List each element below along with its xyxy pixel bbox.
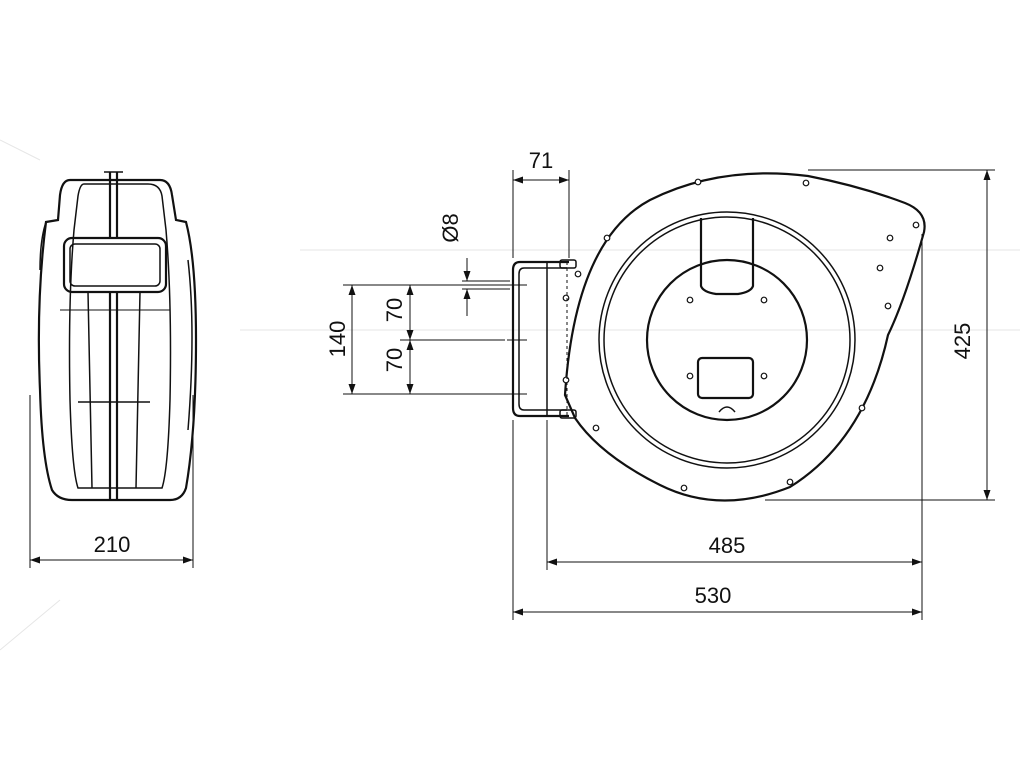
dim-overall-width-group: 530 <box>512 420 922 620</box>
bolt-hole <box>592 424 600 432</box>
bolt-hole <box>886 234 894 242</box>
dim-overall-width: 530 <box>695 583 732 608</box>
dim-height: 425 <box>950 323 975 360</box>
dim-bracket-depth-group: 71 <box>512 148 570 258</box>
dim-bracket-depth: 71 <box>529 148 553 173</box>
side-view: 210 <box>29 171 198 568</box>
bolt-hole <box>858 404 866 412</box>
dim-hole-spacing-group: 140 70 70 <box>325 284 510 395</box>
bolt-hole <box>884 302 892 310</box>
dim-hole-span: 140 <box>325 321 350 358</box>
dim-height-group: 425 <box>765 169 995 501</box>
bolt-hole <box>680 484 688 492</box>
bolt-hole <box>760 372 768 380</box>
bolt-hole <box>786 478 794 486</box>
bolt-hole <box>562 294 570 302</box>
dim-body-width-group: 485 <box>546 234 923 620</box>
dim-hole-pitch-upper: 70 <box>382 298 407 322</box>
bolt-hole <box>574 270 582 278</box>
dim-body-width: 485 <box>709 533 746 558</box>
dim-hole-diameter-group: Ø8 <box>438 213 510 316</box>
mounting-bracket <box>511 260 569 418</box>
bolt-hole <box>912 221 920 229</box>
bolt-hole <box>562 376 570 384</box>
background-watermark <box>0 139 1020 651</box>
bolt-hole <box>802 179 810 187</box>
dim-hole-diameter: Ø8 <box>438 213 463 242</box>
dim-hole-pitch-lower: 70 <box>382 348 407 372</box>
bolt-hole <box>760 296 768 304</box>
bolt-hole <box>686 372 694 380</box>
front-view <box>507 172 926 502</box>
bolt-hole <box>876 264 884 272</box>
bolt-hole <box>603 234 611 242</box>
bolt-hole <box>686 296 694 304</box>
bolt-hole <box>694 178 702 186</box>
dim-side-width: 210 <box>94 532 131 557</box>
